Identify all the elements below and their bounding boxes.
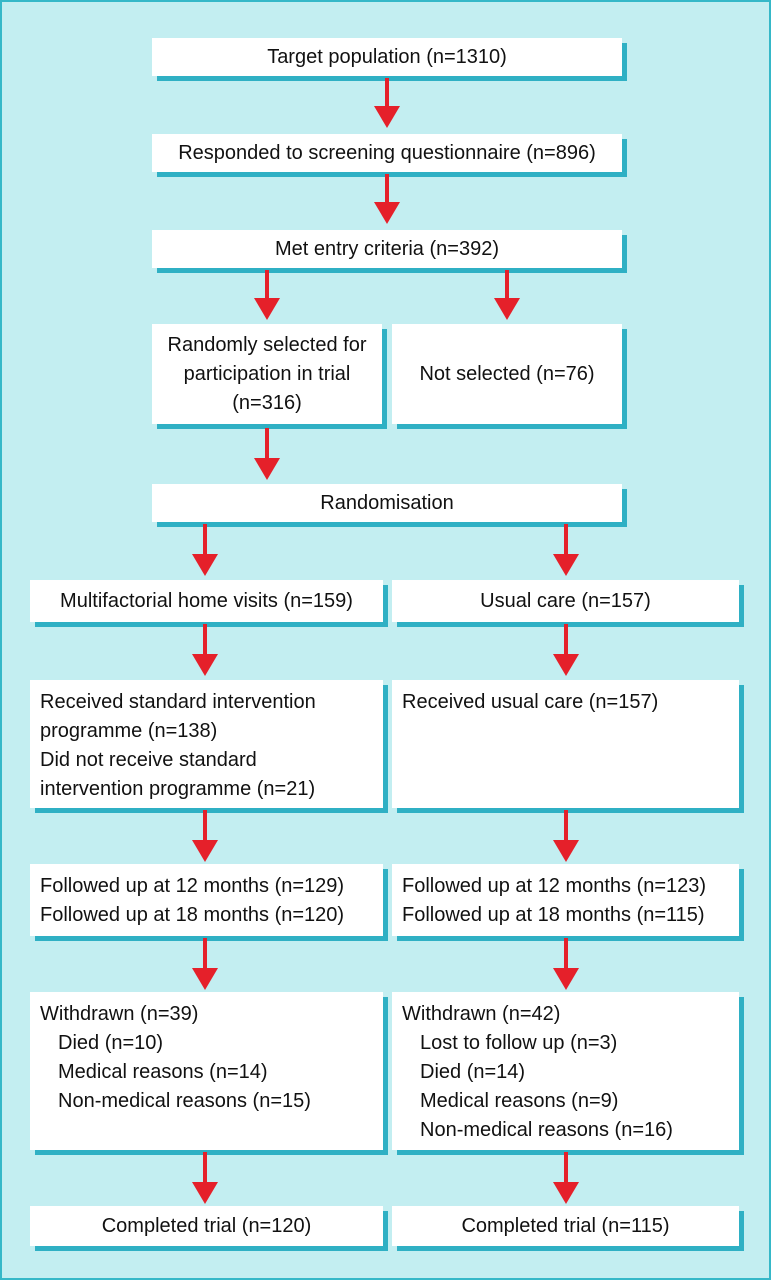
entry-criteria-box: Met entry criteria (n=392) [152, 230, 622, 268]
intervention-followup-box: Followed up at 12 months (n=129) Followe… [30, 864, 383, 936]
control-completed-box: Completed trial (n=115) [392, 1206, 739, 1246]
intervention-not-received-line-1: Did not receive standard [40, 749, 257, 771]
randomisation-label: Randomisation [320, 491, 454, 514]
intervention-withdrawn-died: Died (n=10) [58, 1032, 164, 1054]
intervention-arm-box: Multifactorial home visits (n=159) [30, 580, 383, 622]
intervention-followup-18-months: Followed up at 18 months (n=120) [40, 904, 345, 926]
control-withdrawn-medical: Medical reasons (n=9) [420, 1090, 619, 1112]
control-withdrawn-died: Died (n=14) [420, 1061, 526, 1083]
intervention-completed-box: Completed trial (n=120) [30, 1206, 383, 1246]
intervention-completed-label: Completed trial (n=120) [101, 1214, 312, 1237]
control-arm-label: Usual care (n=157) [480, 589, 651, 612]
arrow-screening-to-entry [374, 174, 400, 224]
arrow-intervention-withdrawn-to-completed [192, 1152, 218, 1204]
intervention-not-received-line-2: intervention programme (n=21) [40, 778, 316, 800]
control-followup-18-months: Followed up at 18 months (n=115) [402, 904, 705, 926]
intervention-received-box: Received standard intervention programme… [30, 680, 383, 808]
arrow-control-followup-to-withdrawn [553, 938, 579, 990]
control-received-box: Received usual care (n=157) [392, 680, 739, 808]
control-withdrawn-header: Withdrawn (n=42) [402, 1003, 561, 1025]
randomly-selected-line-3: (n=316) [232, 391, 302, 414]
not-selected-box: Not selected (n=76) [392, 324, 622, 424]
intervention-withdrawn-medical: Medical reasons (n=14) [58, 1061, 268, 1083]
arrow-intervention-arm-to-received [192, 624, 218, 676]
randomly-selected-line-2: participation in trial [183, 362, 351, 385]
not-selected-label: Not selected (n=76) [419, 362, 595, 385]
control-followup-12-months: Followed up at 12 months (n=123) [402, 875, 707, 897]
intervention-withdrawn-box: Withdrawn (n=39) Died (n=10) Medical rea… [30, 992, 383, 1150]
intervention-withdrawn-header: Withdrawn (n=39) [40, 1003, 199, 1025]
randomly-selected-line-1: Randomly selected for [167, 333, 367, 356]
arrow-control-received-to-followup [553, 810, 579, 862]
intervention-withdrawn-non-medical: Non-medical reasons (n=15) [58, 1090, 311, 1112]
arrow-intervention-followup-to-withdrawn [192, 938, 218, 990]
control-withdrawn-box: Withdrawn (n=42) Lost to follow up (n=3)… [392, 992, 739, 1150]
control-received-line: Received usual care (n=157) [402, 691, 659, 713]
arrow-entry-to-not-selected [494, 270, 520, 320]
arrow-entry-to-selected [254, 270, 280, 320]
intervention-received-line-2: programme (n=138) [40, 720, 218, 742]
randomly-selected-box: Randomly selected for participation in t… [152, 324, 382, 424]
arrow-selected-to-randomisation [254, 428, 280, 480]
intervention-followup-12-months: Followed up at 12 months (n=129) [40, 875, 345, 897]
control-completed-label: Completed trial (n=115) [461, 1214, 670, 1237]
target-population-box: Target population (n=1310) [152, 38, 622, 76]
control-withdrawn-lost: Lost to follow up (n=3) [420, 1032, 618, 1054]
control-withdrawn-non-medical: Non-medical reasons (n=16) [420, 1119, 673, 1141]
arrow-control-withdrawn-to-completed [553, 1152, 579, 1204]
arrow-control-arm-to-received [553, 624, 579, 676]
arrow-intervention-received-to-followup [192, 810, 218, 862]
entry-criteria-label: Met entry criteria (n=392) [275, 237, 499, 260]
screening-box: Responded to screening questionnaire (n=… [152, 134, 622, 172]
arrow-randomisation-to-control [553, 524, 579, 576]
intervention-received-line-1: Received standard intervention [40, 691, 316, 713]
arrow-randomisation-to-intervention [192, 524, 218, 576]
randomisation-box: Randomisation [152, 484, 622, 522]
arrow-target-to-screening [374, 78, 400, 128]
target-population-label: Target population (n=1310) [267, 45, 507, 68]
control-followup-box: Followed up at 12 months (n=123) Followe… [392, 864, 739, 936]
screening-label: Responded to screening questionnaire (n=… [178, 141, 596, 164]
control-arm-box: Usual care (n=157) [392, 580, 739, 622]
intervention-arm-label: Multifactorial home visits (n=159) [60, 589, 353, 612]
